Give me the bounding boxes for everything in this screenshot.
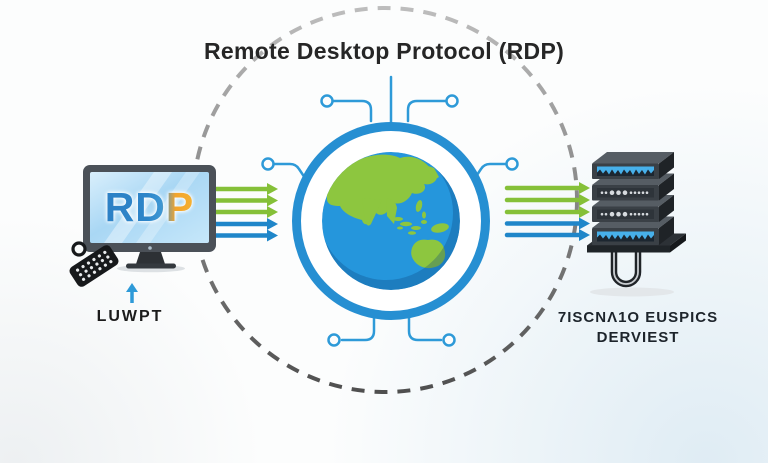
circuit-node-icon — [445, 94, 459, 108]
circuit-node-icon — [505, 157, 519, 171]
desktop-monitor-icon — [83, 165, 216, 273]
power-led-icon — [148, 246, 152, 250]
page-title: Remote Desktop Protocol (RDP) — [203, 38, 565, 64]
server-caption-line2: DERVIEST — [596, 328, 680, 346]
remote-control-icon — [69, 241, 119, 287]
network-to-server-arrows — [504, 182, 590, 241]
globe-icon — [292, 122, 490, 320]
circuit-node-icon — [327, 333, 341, 347]
server-unit — [592, 152, 674, 179]
server-rack-icon — [587, 152, 686, 297]
client-to-network-arrows — [212, 183, 278, 242]
upload-arrow-icon — [126, 283, 138, 303]
server-caption-line1: 7ISCNΛ1O EUSPICS — [557, 309, 719, 326]
circuit-node-icon — [261, 157, 275, 171]
cable-icon — [610, 250, 642, 288]
server-caption: 7ISCNΛ1O EUSPICS DERVIEST — [546, 308, 730, 348]
circuit-node-icon — [320, 94, 334, 108]
client-caption: LUWPT — [96, 308, 164, 325]
circuit-connectors — [261, 75, 519, 347]
circuit-node-icon — [442, 333, 456, 347]
monitor-screen-text: RDP — [90, 172, 209, 243]
